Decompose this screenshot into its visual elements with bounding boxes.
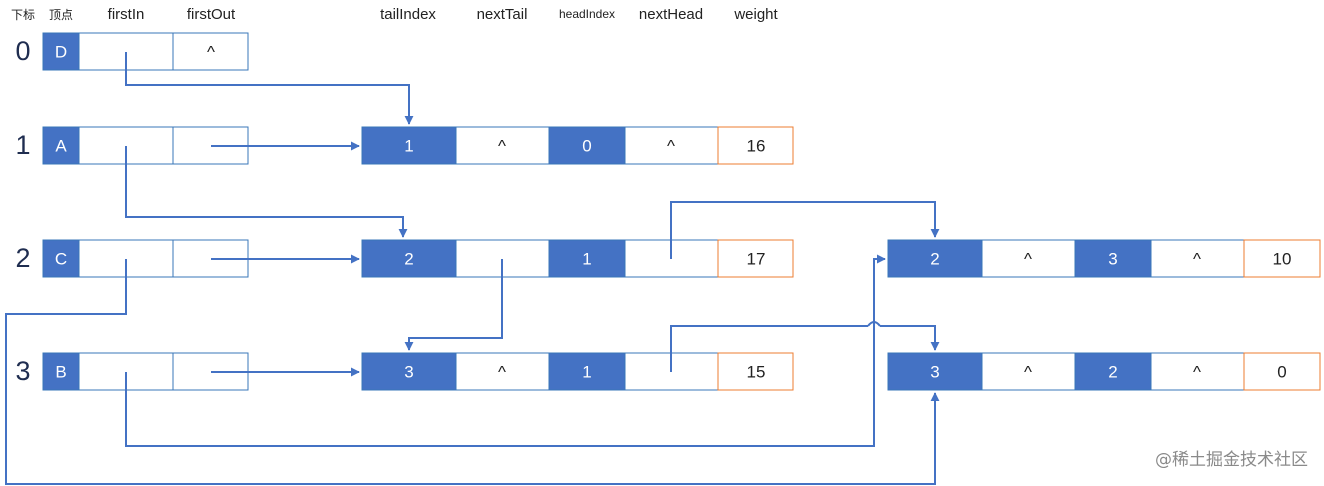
vertex-name: D: [55, 43, 67, 62]
next-tail-value: ^: [498, 137, 506, 156]
vertex-name: C: [55, 250, 67, 269]
column-headers: 下标 顶点 firstIn firstOut tailIndex nextTai…: [11, 6, 779, 23]
header-vertex: 顶点: [49, 8, 73, 22]
edge-node: 3 ^ 2 ^ 0: [887, 352, 1321, 391]
header-index: 下标: [11, 8, 35, 22]
vertex-row: 0 D ^: [15, 32, 249, 71]
edge-node: 2 1 17: [361, 239, 794, 278]
header-next-head: nextHead: [639, 6, 703, 23]
head-index-value: 0: [582, 137, 591, 156]
weight-cell: [717, 352, 794, 391]
arrow-next-head-to-bottom-node: [670, 325, 935, 372]
header-head-index: headIndex: [559, 7, 615, 21]
weight-value: 17: [747, 250, 766, 269]
arrow-next-tail-down: [404, 259, 503, 351]
vertex-index-label: 3: [15, 356, 30, 386]
weight-cell: [717, 239, 794, 278]
first-out-value: ^: [207, 43, 215, 62]
arrow-a-first-in: [125, 146, 408, 238]
vertex-name-cell: [42, 239, 80, 278]
head-index-value: 1: [582, 363, 591, 382]
head-index-value: 1: [582, 250, 591, 269]
first-out-cell: [172, 32, 249, 71]
next-tail-cell: [981, 239, 1076, 278]
arrow-next-head-to-right-node: [670, 201, 940, 259]
edge-node: 1 ^ 0 ^ 16: [361, 126, 794, 165]
next-tail-cell: [455, 126, 550, 165]
tail-index-value: 2: [404, 250, 413, 269]
arrow-b-first-in: [125, 254, 886, 447]
head-index-value: 3: [1108, 250, 1117, 269]
edge-node: 3 ^ 1 15: [361, 352, 794, 391]
tail-index-cell: [361, 239, 457, 278]
head-index-cell: [548, 352, 626, 391]
head-index-value: 2: [1108, 363, 1117, 382]
arrow-d-first-in: [125, 52, 414, 125]
tail-index-value: 2: [930, 250, 939, 269]
weight-value: 10: [1273, 250, 1292, 269]
tail-index-value: 1: [404, 137, 413, 156]
next-head-value: ^: [1193, 250, 1201, 269]
vertex-name-cell: [42, 32, 80, 71]
tail-index-value: 3: [404, 363, 413, 382]
next-tail-value: ^: [1024, 363, 1032, 382]
arrow-c-first-in: [5, 259, 940, 485]
weight-value: 15: [747, 363, 766, 382]
weight-value: 0: [1277, 363, 1286, 382]
vertex-name: B: [55, 363, 66, 382]
head-index-cell: [548, 126, 626, 165]
header-weight: weight: [733, 6, 778, 23]
next-tail-cell: [981, 352, 1076, 391]
weight-cell: [717, 126, 794, 165]
vertex-index-label: 2: [15, 243, 30, 273]
head-index-cell: [548, 239, 626, 278]
next-head-cell: [1150, 352, 1245, 391]
weight-cell: [1243, 239, 1321, 278]
watermark: @稀土掘金技术社区: [1155, 450, 1308, 470]
edge-node: 2 ^ 3 ^ 10: [887, 239, 1321, 278]
pointer-arrows: [5, 52, 940, 485]
header-first-out: firstOut: [187, 6, 236, 23]
next-tail-value: ^: [1024, 250, 1032, 269]
header-next-tail: nextTail: [477, 6, 528, 23]
header-first-in: firstIn: [108, 6, 145, 23]
vertex-index-label: 0: [15, 36, 30, 66]
weight-cell: [1243, 352, 1321, 391]
header-tail-index: tailIndex: [380, 6, 436, 23]
next-head-cell: [624, 126, 719, 165]
next-head-value: ^: [1193, 363, 1201, 382]
next-head-value: ^: [667, 137, 675, 156]
vertex-table: 0 D ^ 1 A 2 C: [15, 32, 249, 391]
vertex-row: 1 A: [15, 126, 249, 165]
weight-value: 16: [747, 137, 766, 156]
vertex-index-label: 1: [15, 130, 30, 160]
tail-index-cell: [361, 352, 457, 391]
head-index-cell: [1074, 352, 1152, 391]
vertex-name: A: [55, 137, 67, 156]
vertex-name-cell: [42, 352, 80, 391]
next-tail-value: ^: [498, 363, 506, 382]
tail-index-value: 3: [930, 363, 939, 382]
